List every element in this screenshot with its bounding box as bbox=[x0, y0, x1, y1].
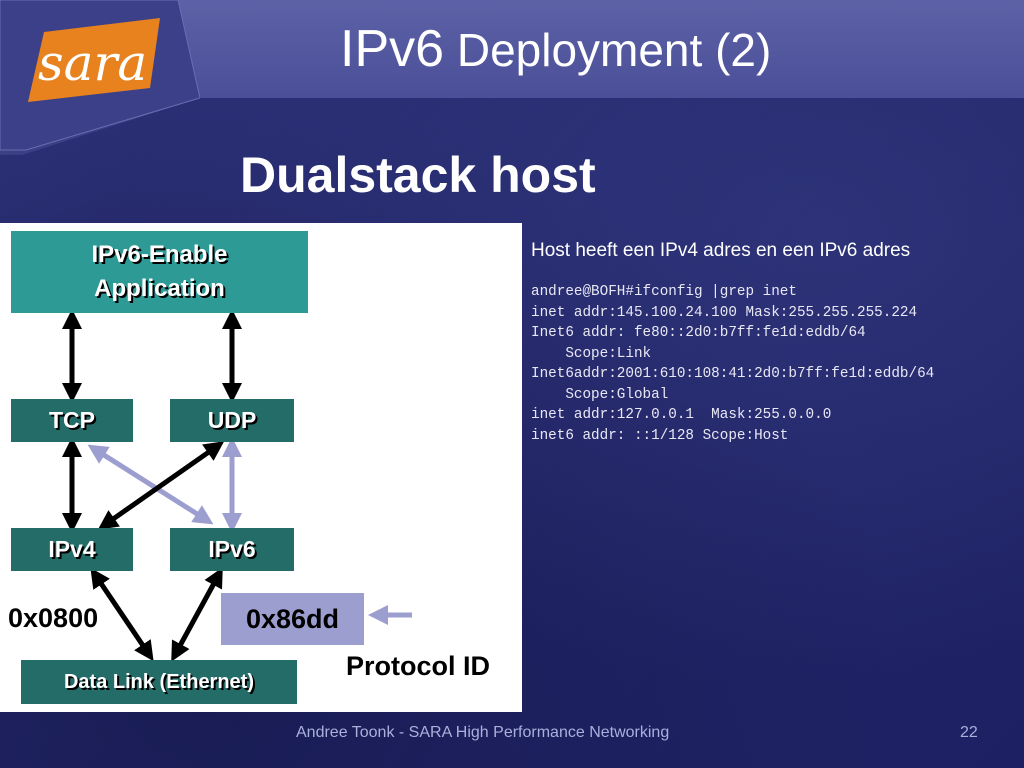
datalink-box: Data Link (Ethernet) bbox=[21, 660, 297, 704]
title-part2: Deployment (2) bbox=[444, 24, 772, 76]
slide-subtitle: Dualstack host bbox=[240, 147, 596, 203]
code-line: Scope:Global bbox=[531, 386, 669, 403]
protocol-id-label: Protocol ID bbox=[346, 651, 491, 681]
dualstack-diagram: IPv6-Enable Application TCP UDP IPv4 IPv… bbox=[0, 223, 522, 712]
code-line: Inet6 addr: fe80::2d0:b7ff:fe1d:eddb/64 bbox=[531, 325, 866, 341]
ipv6-box: IPv6 bbox=[170, 528, 294, 571]
arrow-ipv4-datalink bbox=[90, 567, 154, 662]
logo-text: sara bbox=[38, 34, 147, 92]
diagram-arrows bbox=[62, 309, 412, 662]
tcp-box: TCP bbox=[11, 399, 133, 442]
sara-logo: sara bbox=[0, 0, 200, 155]
code-line: Inet6addr:2001:610:108:41:2d0:b7ff:fe1d:… bbox=[531, 366, 935, 382]
text-panel: Host heeft een IPv4 adres en een IPv6 ad… bbox=[531, 238, 1021, 446]
code-line: inet addr:127.0.0.1 Mask:255.0.0.0 bbox=[531, 407, 832, 423]
ethertype-ipv4-label: 0x0800 bbox=[8, 603, 99, 633]
lead-text: Host heeft een IPv4 adres en een IPv6 ad… bbox=[531, 240, 911, 261]
app-line2: Application bbox=[94, 275, 225, 302]
ifconfig-output: andree@BOFH#ifconfig |grep inet inet add… bbox=[531, 282, 1021, 446]
ipv4-box: IPv4 bbox=[11, 528, 133, 571]
slide-title: IPv6 Deployment (2) bbox=[340, 18, 940, 88]
footer-text: Andree Toonk - SARA High Performance Net… bbox=[296, 724, 670, 741]
footer: Andree Toonk - SARA High Performance Net… bbox=[0, 722, 1024, 746]
code-line: andree@BOFH#ifconfig |grep inet bbox=[531, 284, 797, 300]
arrow-udp-ipv4 bbox=[97, 441, 225, 530]
udp-box: UDP bbox=[170, 399, 294, 442]
code-line: Scope:Link bbox=[531, 345, 652, 362]
title-part1: IPv6 bbox=[340, 20, 445, 78]
code-line: inet addr:145.100.24.100 Mask:255.255.25… bbox=[531, 304, 918, 321]
code-line: inet6 addr: ::1/128 Scope:Host bbox=[531, 427, 789, 444]
arrow-ipv6-datalink bbox=[171, 567, 223, 662]
app-line1: IPv6-Enable bbox=[91, 241, 228, 268]
page-number: 22 bbox=[960, 724, 978, 741]
ipv6-application-box: IPv6-Enable Application bbox=[11, 231, 308, 313]
arrow-tcp-ipv6 bbox=[87, 444, 214, 525]
ethertype-ipv6-box: 0x86dd bbox=[221, 593, 364, 645]
